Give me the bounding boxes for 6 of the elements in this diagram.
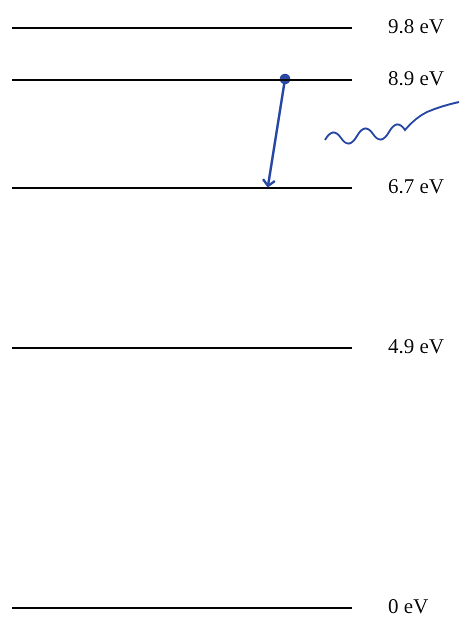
- energy-label: 8.9 eV: [388, 66, 444, 90]
- energy-label: 4.9 eV: [388, 334, 444, 358]
- transition-arrow: [262, 74, 290, 188]
- energy-label: 9.8 eV: [388, 14, 444, 38]
- energy-label: 6.7 eV: [388, 174, 444, 198]
- energy-label: 0 eV: [388, 594, 428, 618]
